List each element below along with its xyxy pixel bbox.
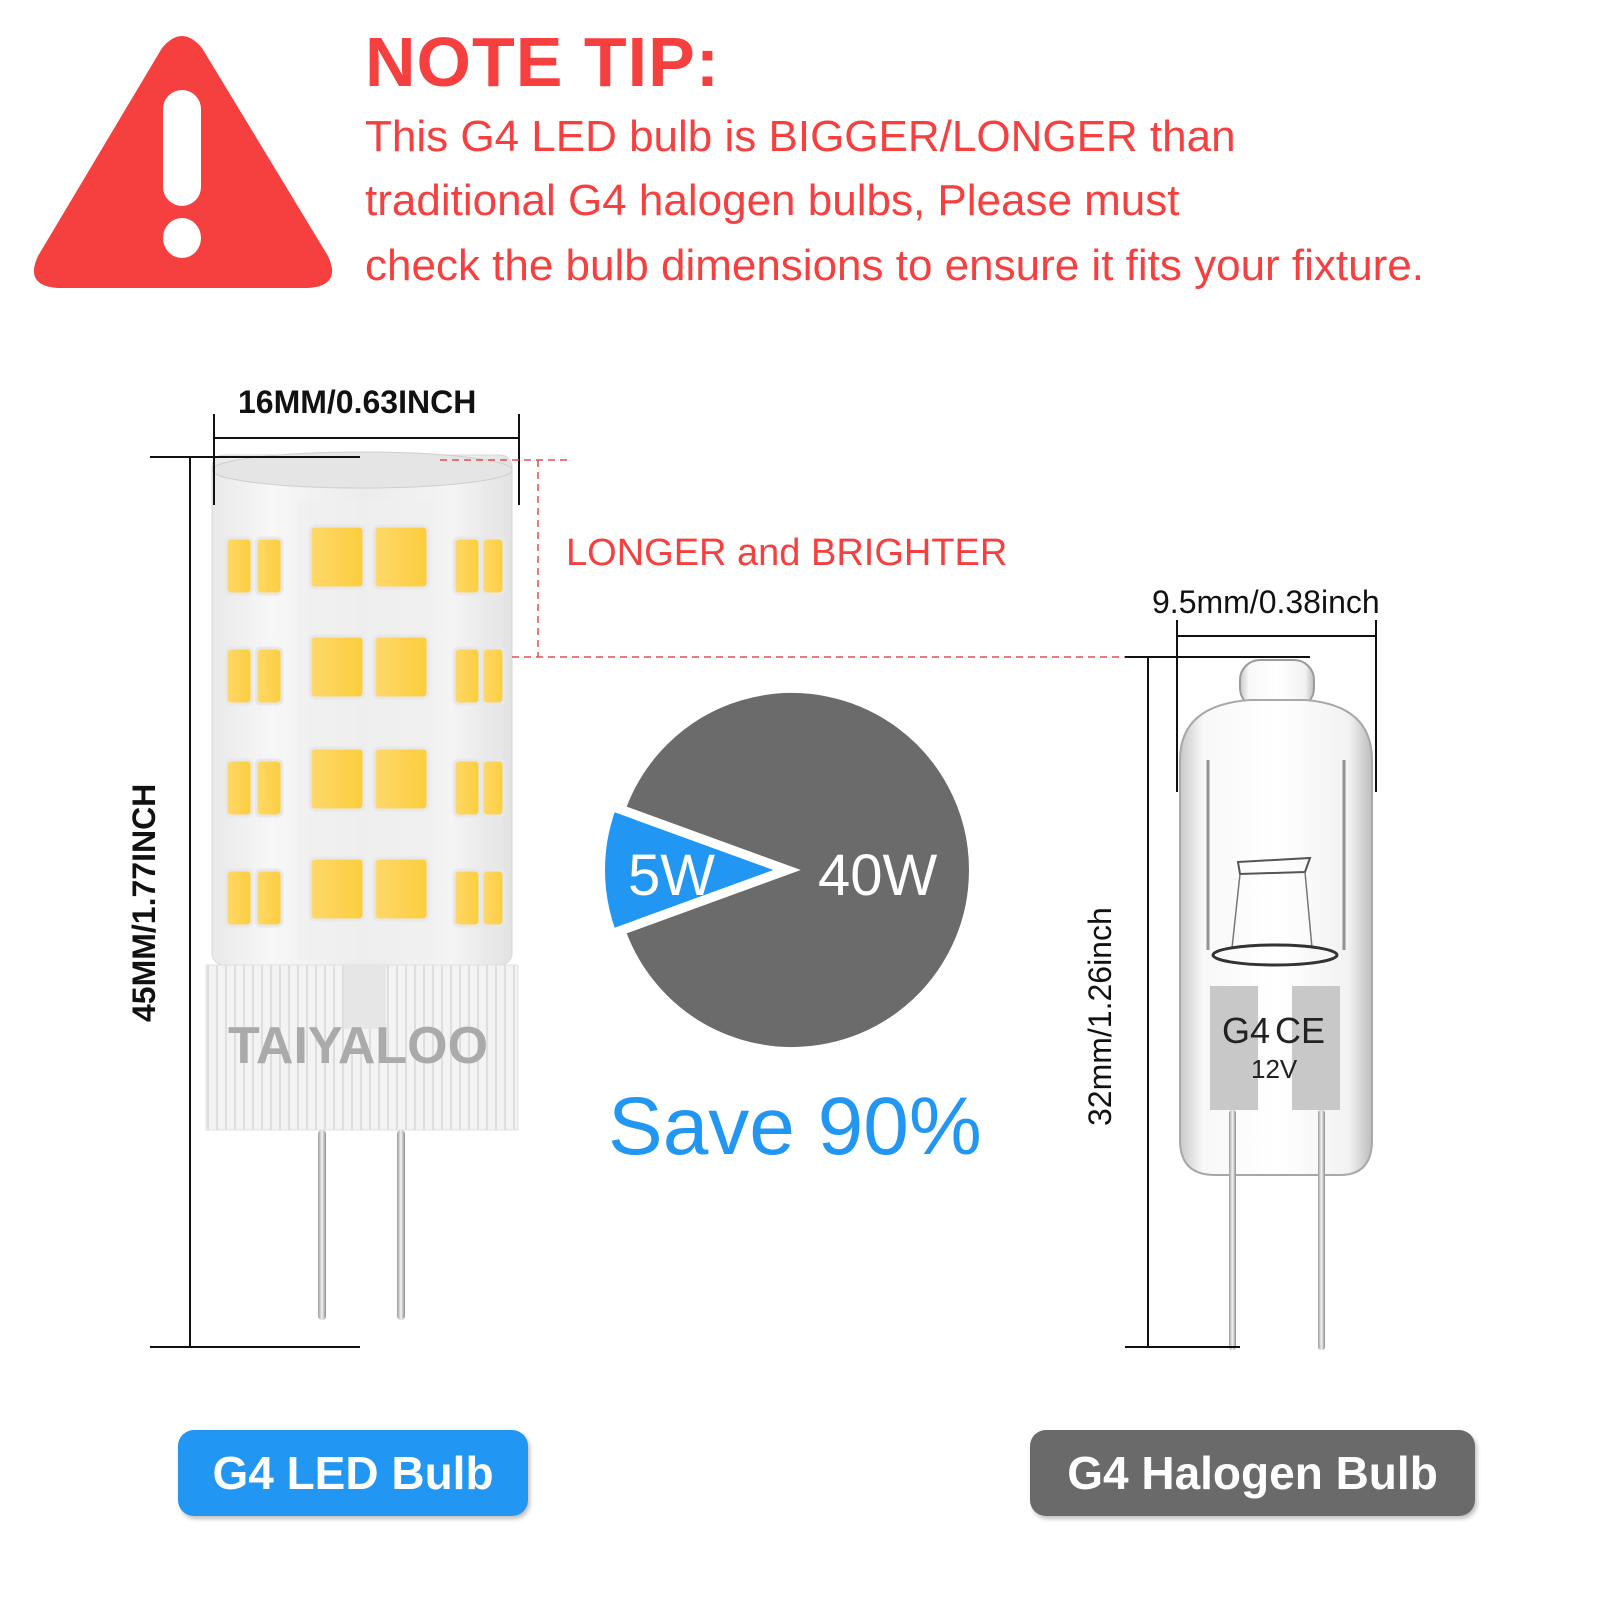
led-chip xyxy=(480,868,506,928)
halogen-width-label: 9.5mm/0.38inch xyxy=(1152,584,1380,620)
halogen-height-label: 32mm/1.26inch xyxy=(1082,907,1118,1126)
led-bulb-badge: G4 LED Bulb xyxy=(178,1430,528,1516)
led-dimension-lines xyxy=(150,414,520,1348)
led-chip xyxy=(224,868,254,928)
pie-slice-5w xyxy=(600,804,791,936)
note-line: This G4 LED bulb is BIGGER/LONGER than xyxy=(365,112,1236,161)
pie-label-5w: 5W xyxy=(628,843,715,908)
halogen-bulb-image xyxy=(1179,659,1373,1350)
led-chip xyxy=(372,746,430,812)
led-bulb-image xyxy=(205,451,519,1320)
led-chip xyxy=(308,746,366,812)
wattage-pie-chart: 5W 40W xyxy=(600,690,975,1053)
led-chip xyxy=(254,758,284,818)
led-chip xyxy=(224,536,254,596)
led-chip xyxy=(372,856,430,922)
led-chip xyxy=(254,646,284,706)
led-chip xyxy=(480,646,506,706)
note-line: traditional G4 halogen bulbs, Please mus… xyxy=(365,176,1180,225)
halogen-dimension-lines xyxy=(1125,620,1377,1348)
led-height-label: 45MM/1.77INCH xyxy=(126,783,162,1022)
led-chip xyxy=(308,524,366,590)
led-chip xyxy=(308,856,366,922)
pie-slice-40w xyxy=(619,690,975,1053)
led-chip xyxy=(372,634,430,700)
led-chip xyxy=(224,646,254,706)
note-line: check the bulb dimensions to ensure it f… xyxy=(365,241,1424,290)
led-width-label: 16MM/0.63INCH xyxy=(238,384,477,420)
led-chip xyxy=(254,868,284,928)
ce-mark-icon: CE xyxy=(1275,1010,1325,1051)
watermark: TAIYALOO xyxy=(228,1017,488,1075)
halogen-bulb-badge: G4 Halogen Bulb xyxy=(1030,1430,1475,1516)
led-chip xyxy=(372,524,430,590)
warning-triangle-icon xyxy=(33,36,333,288)
led-chip xyxy=(224,758,254,818)
length-difference-guides xyxy=(440,459,1230,658)
led-chip xyxy=(480,536,506,596)
halogen-print-model: G4 xyxy=(1222,1010,1270,1051)
note-title: NOTE TIP: xyxy=(365,23,721,101)
led-chip xyxy=(308,634,366,700)
led-chip xyxy=(480,758,506,818)
pie-label-40w: 40W xyxy=(818,843,938,908)
save-percentage-label: Save 90% xyxy=(608,1081,982,1172)
led-chip xyxy=(452,536,482,596)
halogen-print-voltage: 12V xyxy=(1251,1054,1298,1084)
longer-brighter-label: LONGER and BRIGHTER xyxy=(566,532,1008,574)
led-chip xyxy=(452,868,482,928)
led-chip xyxy=(452,646,482,706)
led-chip xyxy=(254,536,284,596)
led-chip xyxy=(452,758,482,818)
